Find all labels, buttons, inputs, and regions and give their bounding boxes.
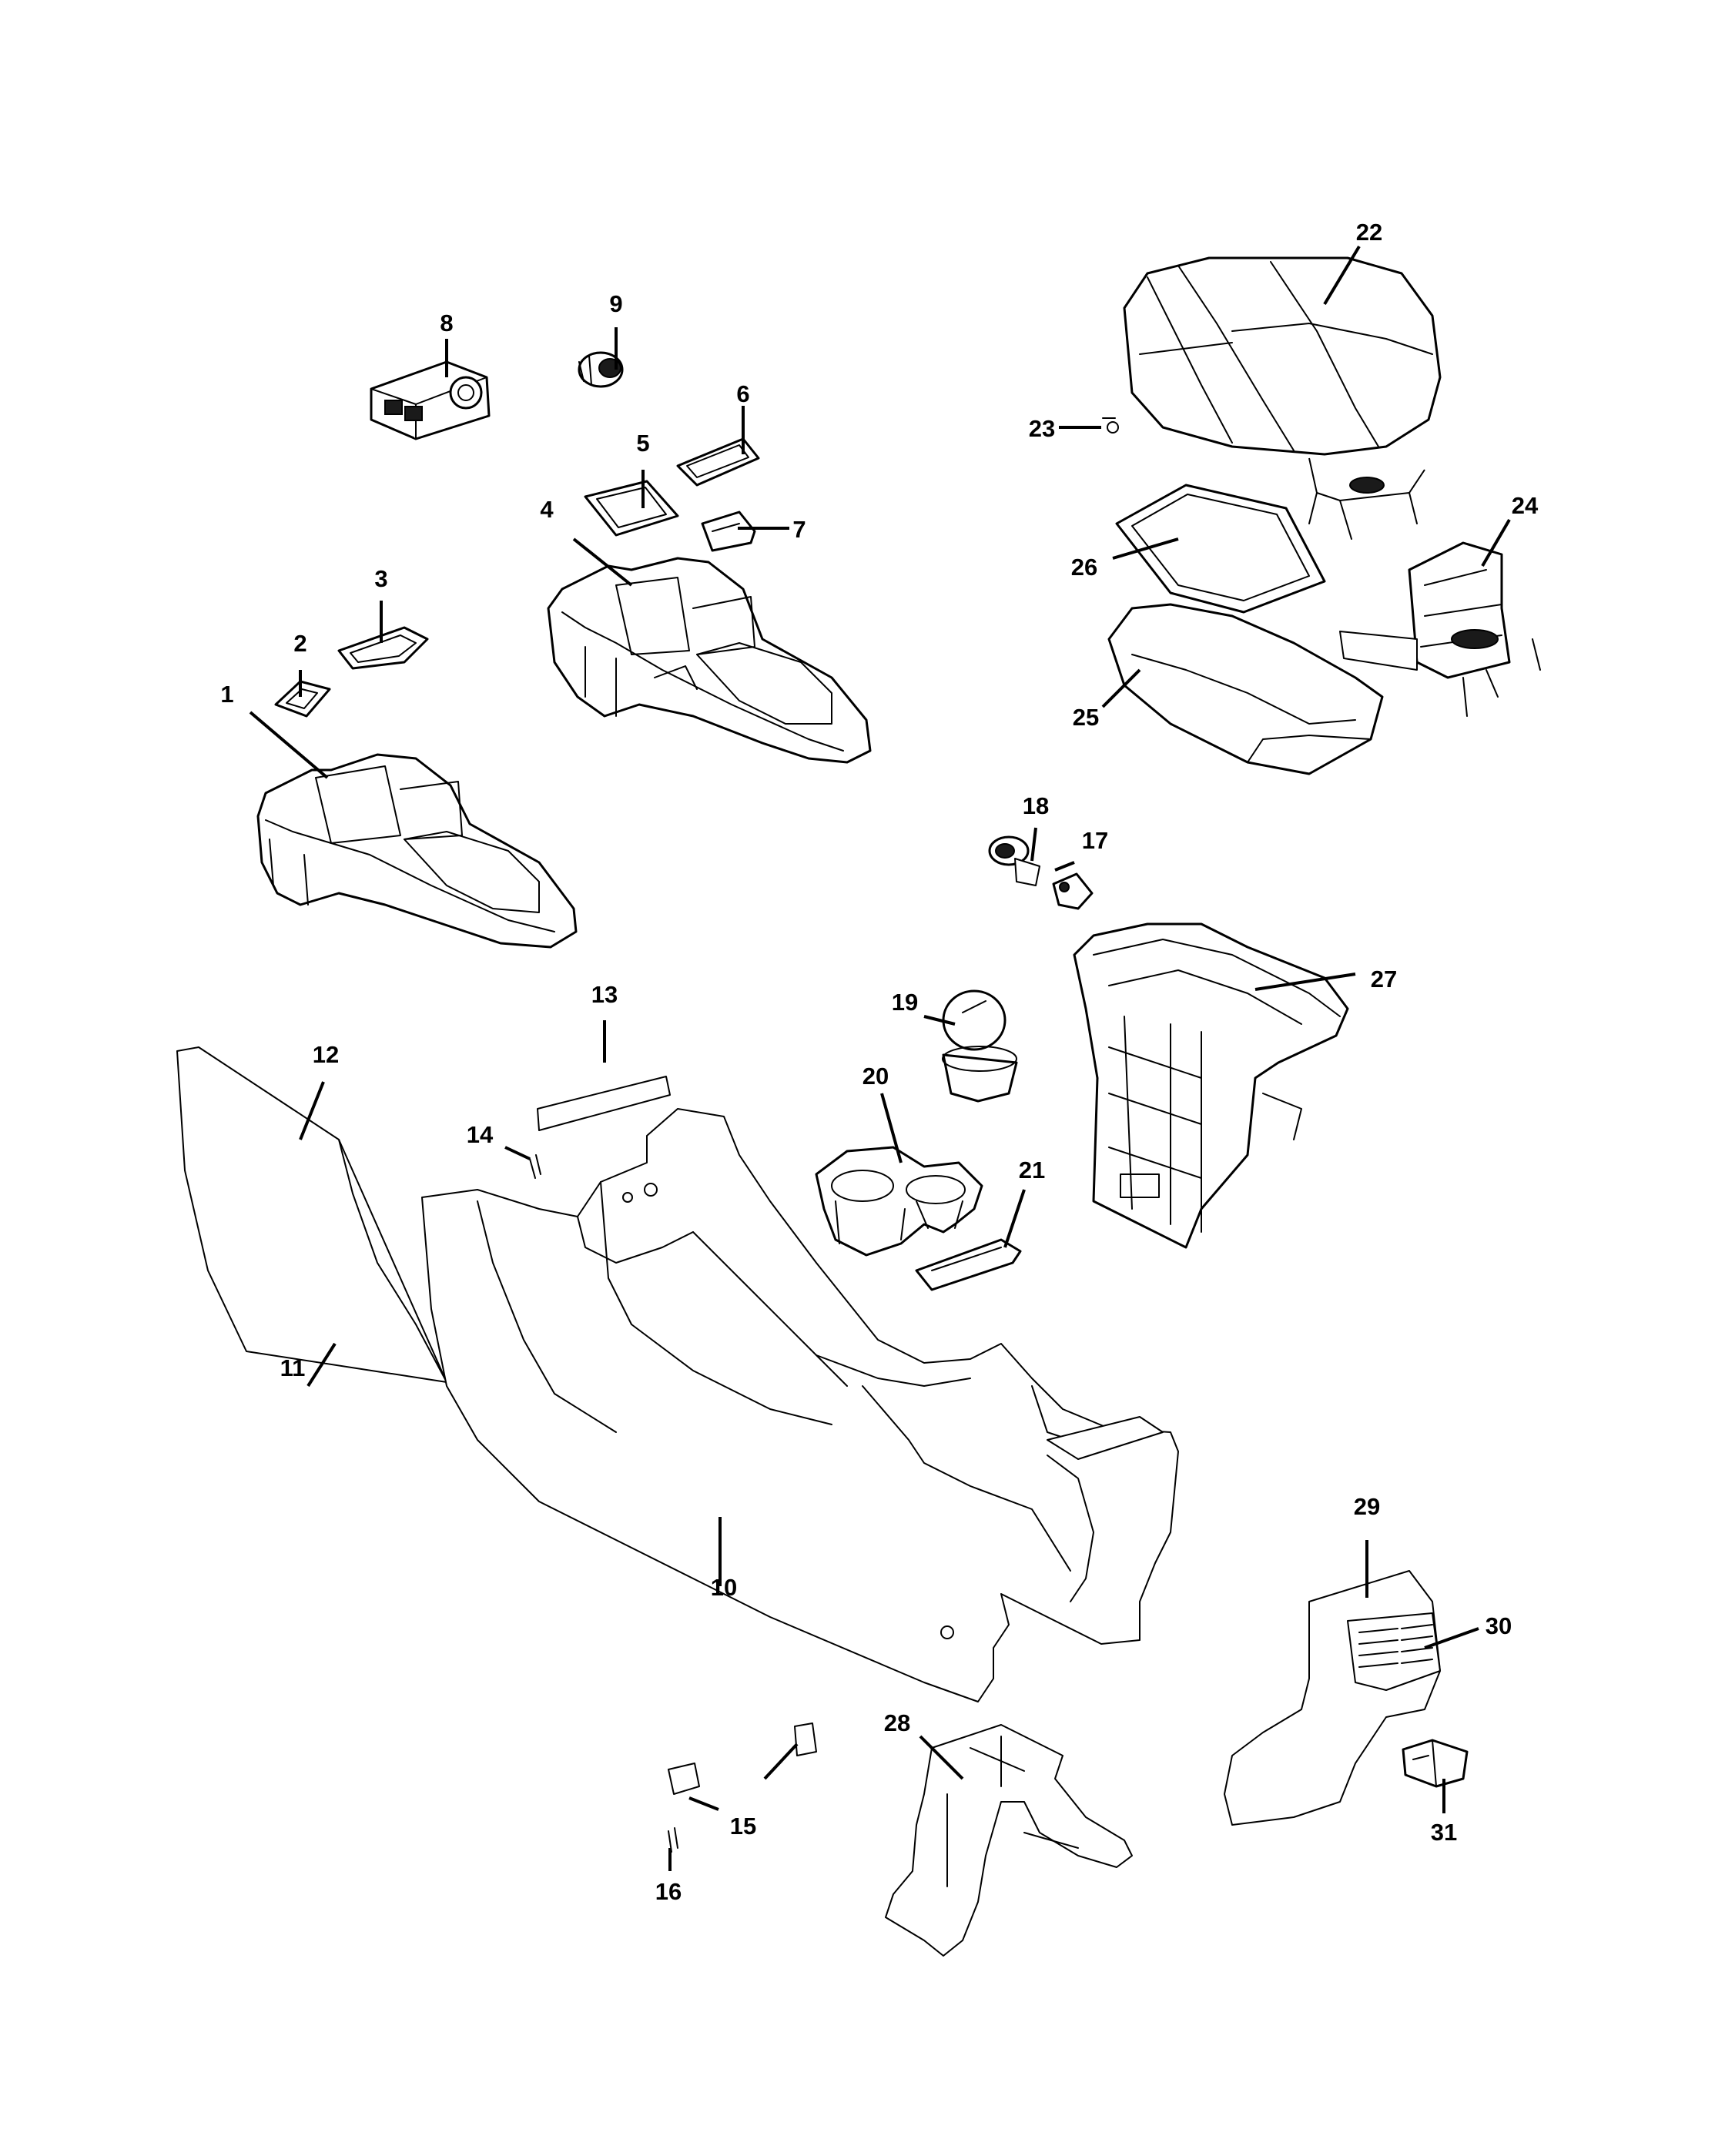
callout-7: 7 bbox=[792, 516, 806, 543]
part-22-armrest-lid bbox=[1123, 256, 1442, 540]
callout-18: 18 bbox=[1023, 792, 1049, 819]
part-31-switch bbox=[1402, 1739, 1469, 1788]
callout-21: 21 bbox=[1019, 1157, 1045, 1183]
callout-2: 2 bbox=[293, 630, 306, 657]
callout-1: 1 bbox=[220, 681, 233, 708]
callout-10: 10 bbox=[711, 1574, 737, 1601]
part-8-switch-bank bbox=[370, 360, 491, 440]
callout-20: 20 bbox=[862, 1063, 889, 1090]
part-11-12-side-panel bbox=[176, 1046, 447, 1383]
callout-16: 16 bbox=[655, 1878, 682, 1905]
callout-19: 19 bbox=[892, 989, 918, 1016]
callout-12: 12 bbox=[313, 1041, 339, 1068]
part-19-cup-holder-insert bbox=[942, 989, 1018, 1103]
callout-3: 3 bbox=[374, 565, 387, 592]
part-28-bracket bbox=[885, 1724, 1133, 1957]
callout-24: 24 bbox=[1512, 492, 1539, 519]
callout-6: 6 bbox=[736, 380, 749, 407]
callout-23: 23 bbox=[1029, 415, 1055, 442]
callout-5: 5 bbox=[636, 430, 649, 457]
part-25-liner bbox=[1107, 603, 1384, 775]
callout-17: 17 bbox=[1082, 827, 1108, 854]
callout-14: 14 bbox=[467, 1121, 494, 1148]
callout-26: 26 bbox=[1071, 554, 1097, 581]
part-30-vent bbox=[1347, 1612, 1441, 1691]
callout-28: 28 bbox=[884, 1709, 910, 1736]
part-17-socket bbox=[1052, 872, 1094, 910]
callout-22: 22 bbox=[1356, 219, 1382, 246]
callout-15: 15 bbox=[730, 1813, 756, 1840]
part-23-screw bbox=[1102, 417, 1119, 434]
part-2-bezel bbox=[274, 680, 331, 718]
callout-13: 13 bbox=[591, 981, 618, 1008]
part-3-insert bbox=[337, 626, 429, 670]
callout-29: 29 bbox=[1354, 1493, 1380, 1520]
callout-31: 31 bbox=[1431, 1819, 1457, 1846]
part-29-rear-panel bbox=[1224, 1570, 1441, 1826]
part-13-panel bbox=[537, 1076, 671, 1131]
leader-lines bbox=[249, 245, 1511, 1871]
part-15-covers bbox=[668, 1722, 817, 1795]
part-21-trim-strip bbox=[915, 1238, 1022, 1291]
callout-30: 30 bbox=[1486, 1612, 1512, 1639]
part-27-storage-bin bbox=[1073, 922, 1349, 1249]
part-20-cup-holder bbox=[815, 1146, 983, 1257]
part-26-tray bbox=[1115, 484, 1326, 614]
callout-8: 8 bbox=[440, 310, 453, 336]
part-6-bezel bbox=[676, 437, 760, 487]
part-24-latch bbox=[1339, 541, 1541, 717]
part-18-power-outlet bbox=[988, 835, 1040, 886]
part-4-console-bezel bbox=[547, 557, 872, 764]
callout-9: 9 bbox=[609, 290, 622, 317]
callout-25: 25 bbox=[1073, 704, 1099, 731]
part-10-console-body bbox=[421, 1108, 1179, 1702]
callout-27: 27 bbox=[1371, 966, 1397, 993]
part-14-clip bbox=[529, 1154, 541, 1179]
callout-11: 11 bbox=[280, 1354, 306, 1381]
part-7-cover bbox=[701, 511, 756, 552]
callout-4: 4 bbox=[540, 496, 554, 523]
callout-labels: 1 2 3 4 5 6 7 8 9 10 11 12 13 14 15 16 1… bbox=[220, 219, 1539, 1905]
part-5-bezel bbox=[584, 480, 679, 537]
part-1-console-bezel bbox=[256, 753, 578, 949]
